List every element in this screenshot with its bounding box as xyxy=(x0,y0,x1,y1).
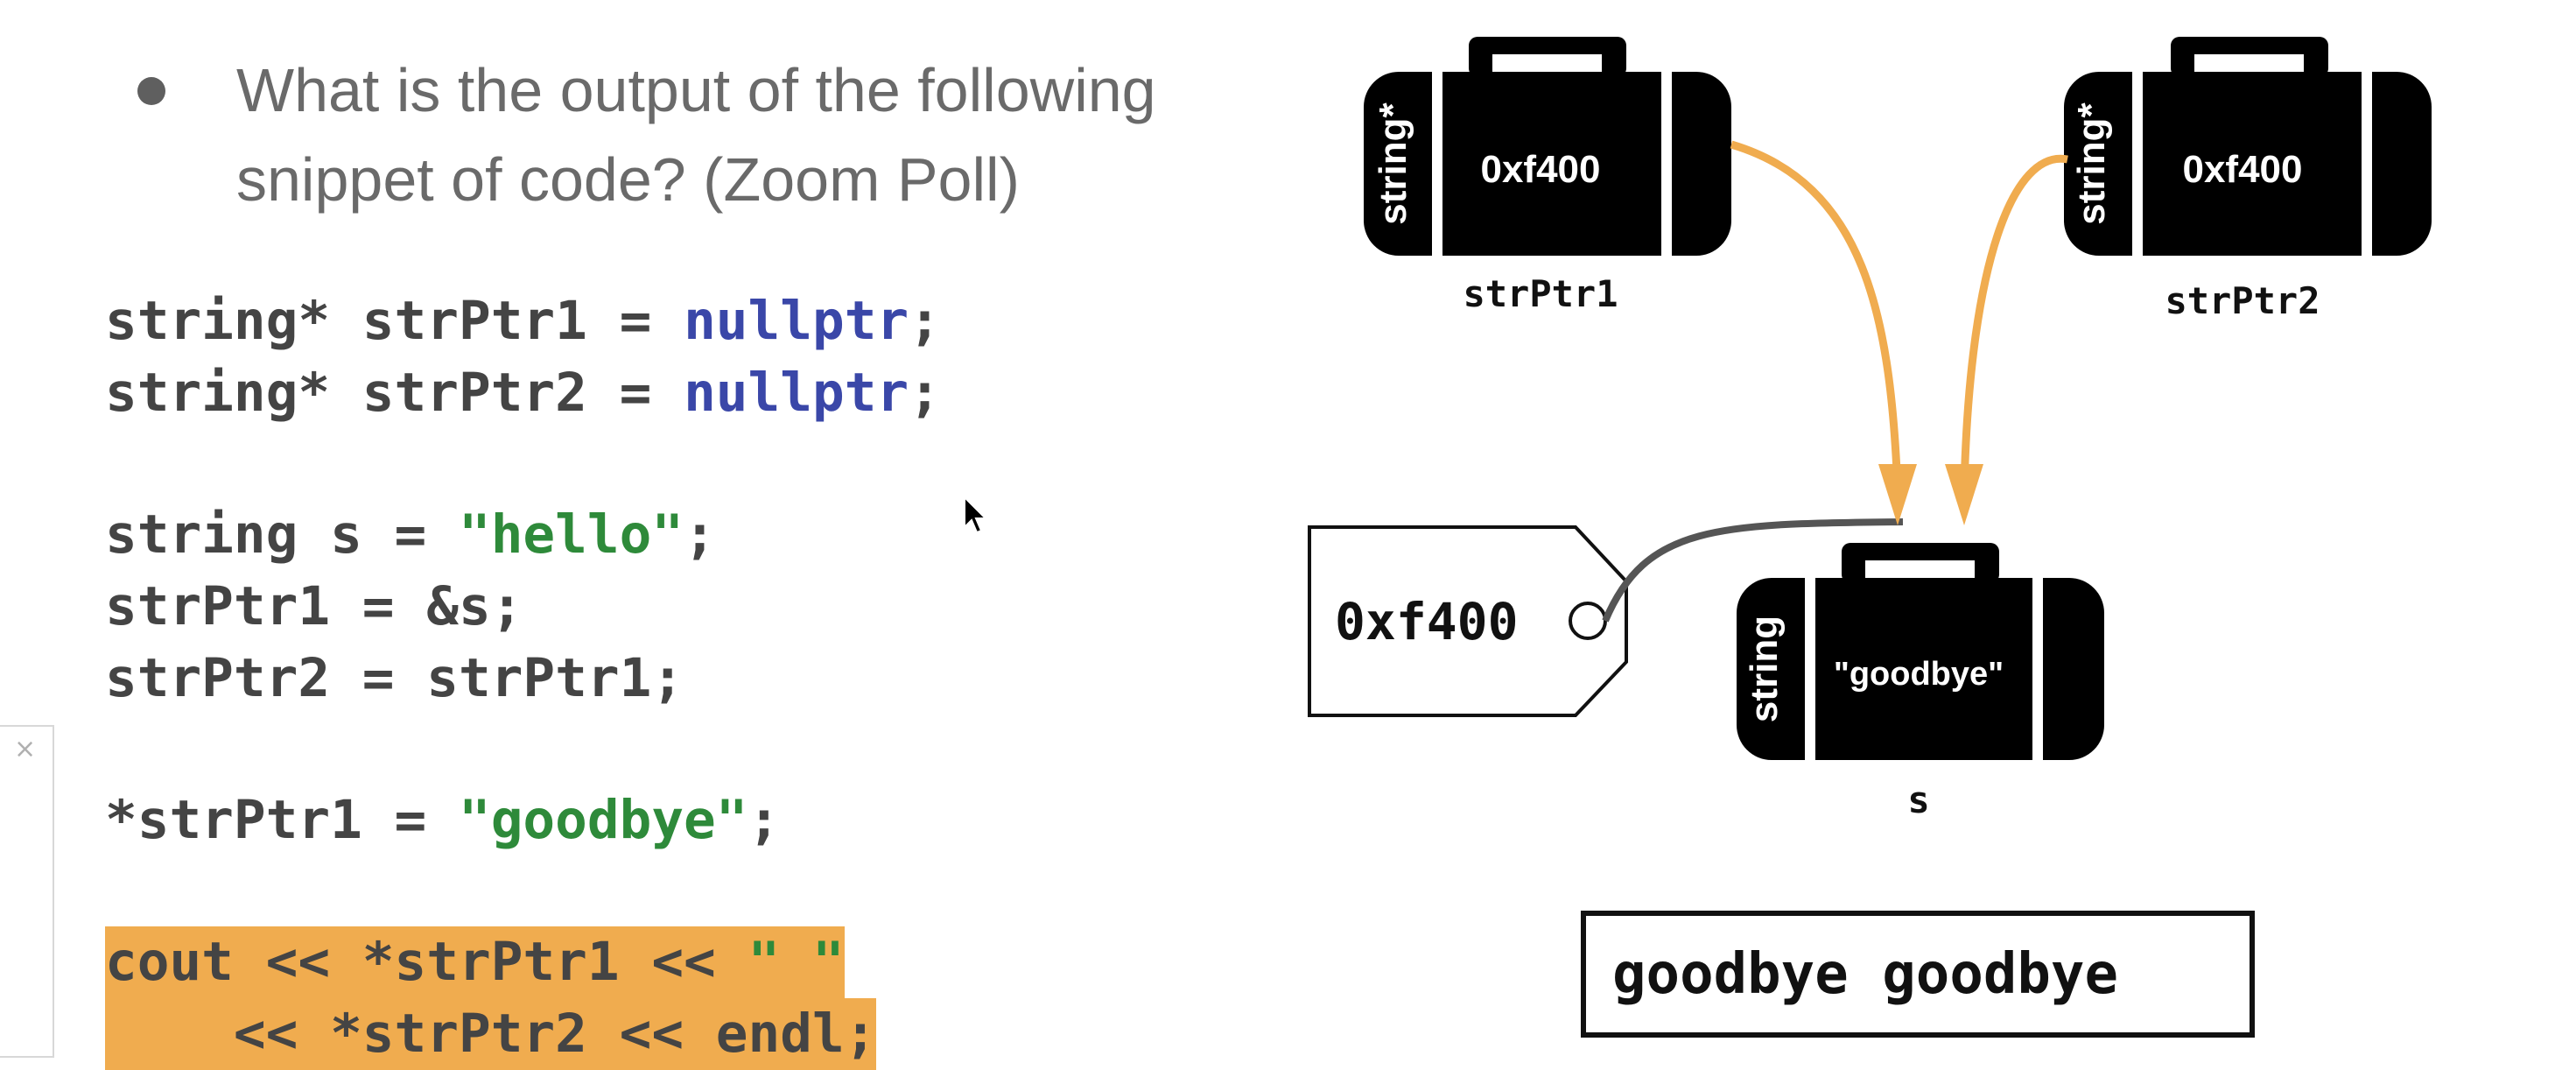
code-line-7: cout << *strPtr1 << " " xyxy=(105,926,941,998)
address-tag-text: 0xf400 xyxy=(1335,592,1519,651)
arrow-strptr2-to-s xyxy=(1960,154,2068,491)
tag-string xyxy=(1602,518,1904,623)
code-line-3: string s = "hello"; xyxy=(105,503,716,566)
suitcase3-value: "goodbye" xyxy=(1834,656,2004,693)
suitcase1-value: 0xf400 xyxy=(1480,148,1600,191)
string-suitcase-s: string "goodbye" xyxy=(1737,543,2104,760)
arrowhead-strptr2 xyxy=(1945,464,1983,525)
output-box: goodbye goodbye xyxy=(1581,911,2255,1038)
close-icon[interactable]: × xyxy=(14,734,37,764)
mouse-cursor-icon xyxy=(964,496,988,534)
question-text: What is the output of the following snip… xyxy=(236,56,1156,214)
code-line-1: string* strPtr1 = nullptr; xyxy=(105,290,941,352)
side-panel: × xyxy=(0,725,54,1058)
arrowhead-strptr1 xyxy=(1878,464,1917,525)
code-line-2: string* strPtr2 = nullptr; xyxy=(105,362,941,424)
s-name: s xyxy=(1907,778,1929,821)
pointer-suitcase-strptr2: string* 0xf400 xyxy=(2064,37,2432,256)
code-line-4: strPtr1 = &s; xyxy=(105,575,523,637)
code-snippet: string* strPtr1 = nullptr; string* strPtr… xyxy=(105,285,941,1070)
code-line-5: strPtr2 = strPtr1; xyxy=(105,647,684,709)
strptr1-name: strPtr1 xyxy=(1463,272,1618,315)
code-line-6: *strPtr1 = "goodbye"; xyxy=(105,789,781,851)
suitcase1-type-label: string* xyxy=(1372,102,1414,224)
suitcase2-type-label: string* xyxy=(2070,102,2113,224)
suitcase3-type-label: string xyxy=(1743,616,1786,722)
pointer-suitcase-strptr1: string* 0xf400 xyxy=(1364,37,1731,256)
arrow-strptr1-to-s xyxy=(1730,140,1902,491)
bullet-dot-icon xyxy=(137,77,165,105)
suitcase2-value: 0xf400 xyxy=(2182,148,2302,191)
strptr2-name: strPtr2 xyxy=(2165,279,2320,322)
output-text: goodbye goodbye xyxy=(1612,941,2118,1007)
address-tag: 0xf400 xyxy=(1308,525,1628,717)
